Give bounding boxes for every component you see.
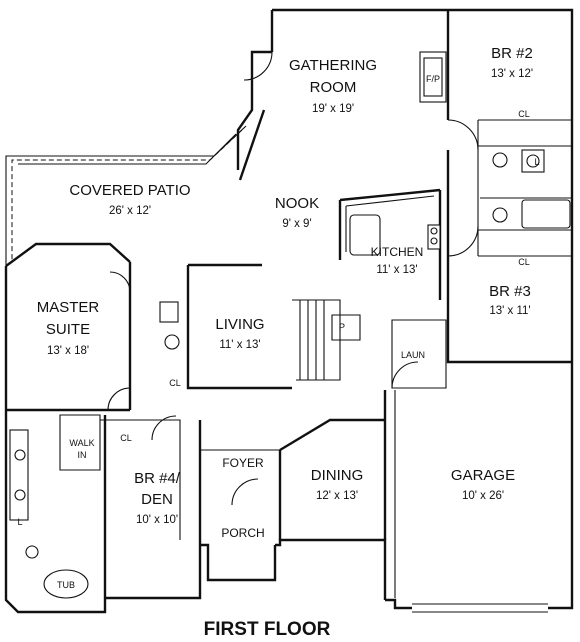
fixtures (9, 51, 571, 599)
master-name2: SUITE (46, 321, 90, 338)
br4-name1: BR #4/ (134, 470, 181, 487)
living-name: LIVING (215, 316, 264, 333)
living-dim: 11' x 13' (219, 339, 260, 351)
closet-label-br4: CL (120, 433, 132, 443)
walkin-label1: WALK (69, 438, 94, 448)
dining-dim: 12' x 13' (316, 490, 358, 502)
closet-label-living: CL (169, 378, 181, 388)
fixture-labels: F/P CL CL CL CL P LAUN WALK IN TUB L L (17, 74, 539, 590)
garage-dim: 10' x 26' (462, 490, 504, 502)
porch-name: PORCH (221, 526, 264, 540)
linen-label-master: L (17, 517, 22, 527)
dining-name: DINING (311, 467, 364, 484)
kitchen-island (349, 214, 381, 256)
br2-name: BR #2 (491, 45, 533, 62)
door-swings (107, 51, 479, 506)
interior-walls (6, 10, 572, 598)
room-labels: GATHERING ROOM 19' x 19' BR #2 13' x 12'… (37, 45, 533, 540)
closet-label-br3: CL (518, 257, 530, 267)
tub-label: TUB (57, 580, 75, 590)
gathering-room-dim: 19' x 19' (312, 103, 354, 115)
laundry-label: LAUN (401, 350, 425, 360)
br3-name: BR #3 (489, 283, 531, 300)
br2-dim: 13' x 12' (491, 68, 533, 80)
master-dim: 13' x 18' (47, 345, 89, 357)
toilet (492, 207, 508, 223)
foyer-name: FOYER (222, 456, 264, 470)
patio-name: COVERED PATIO (69, 182, 190, 199)
patio-dim: 26' x 12' (109, 205, 151, 217)
nook-name: NOOK (275, 195, 319, 212)
pantry-label: P (339, 322, 345, 332)
walkin-label2: IN (78, 450, 87, 460)
floor-title: FIRST FLOOR (204, 619, 331, 640)
master-tub (43, 569, 89, 599)
kitchen-dim: 11' x 13' (376, 264, 417, 276)
br4-name2: DEN (141, 491, 173, 508)
closet-label-br2: CL (518, 109, 530, 119)
exterior-walls (4, 8, 574, 614)
linen-label-bath: L (534, 157, 539, 167)
master-name1: MASTER (37, 299, 100, 316)
gathering-room-name2: ROOM (310, 79, 357, 96)
fireplace-label: F/P (426, 74, 440, 84)
gathering-room-name1: GATHERING (289, 57, 377, 74)
nook-dim: 9' x 9' (282, 218, 311, 230)
br4-dim: 10' x 10' (136, 514, 178, 526)
br3-dim: 13' x 11' (489, 305, 530, 317)
bathtub (521, 199, 571, 229)
kitchen-name: KITCHEN (371, 245, 424, 259)
garage-name: GARAGE (451, 467, 515, 484)
